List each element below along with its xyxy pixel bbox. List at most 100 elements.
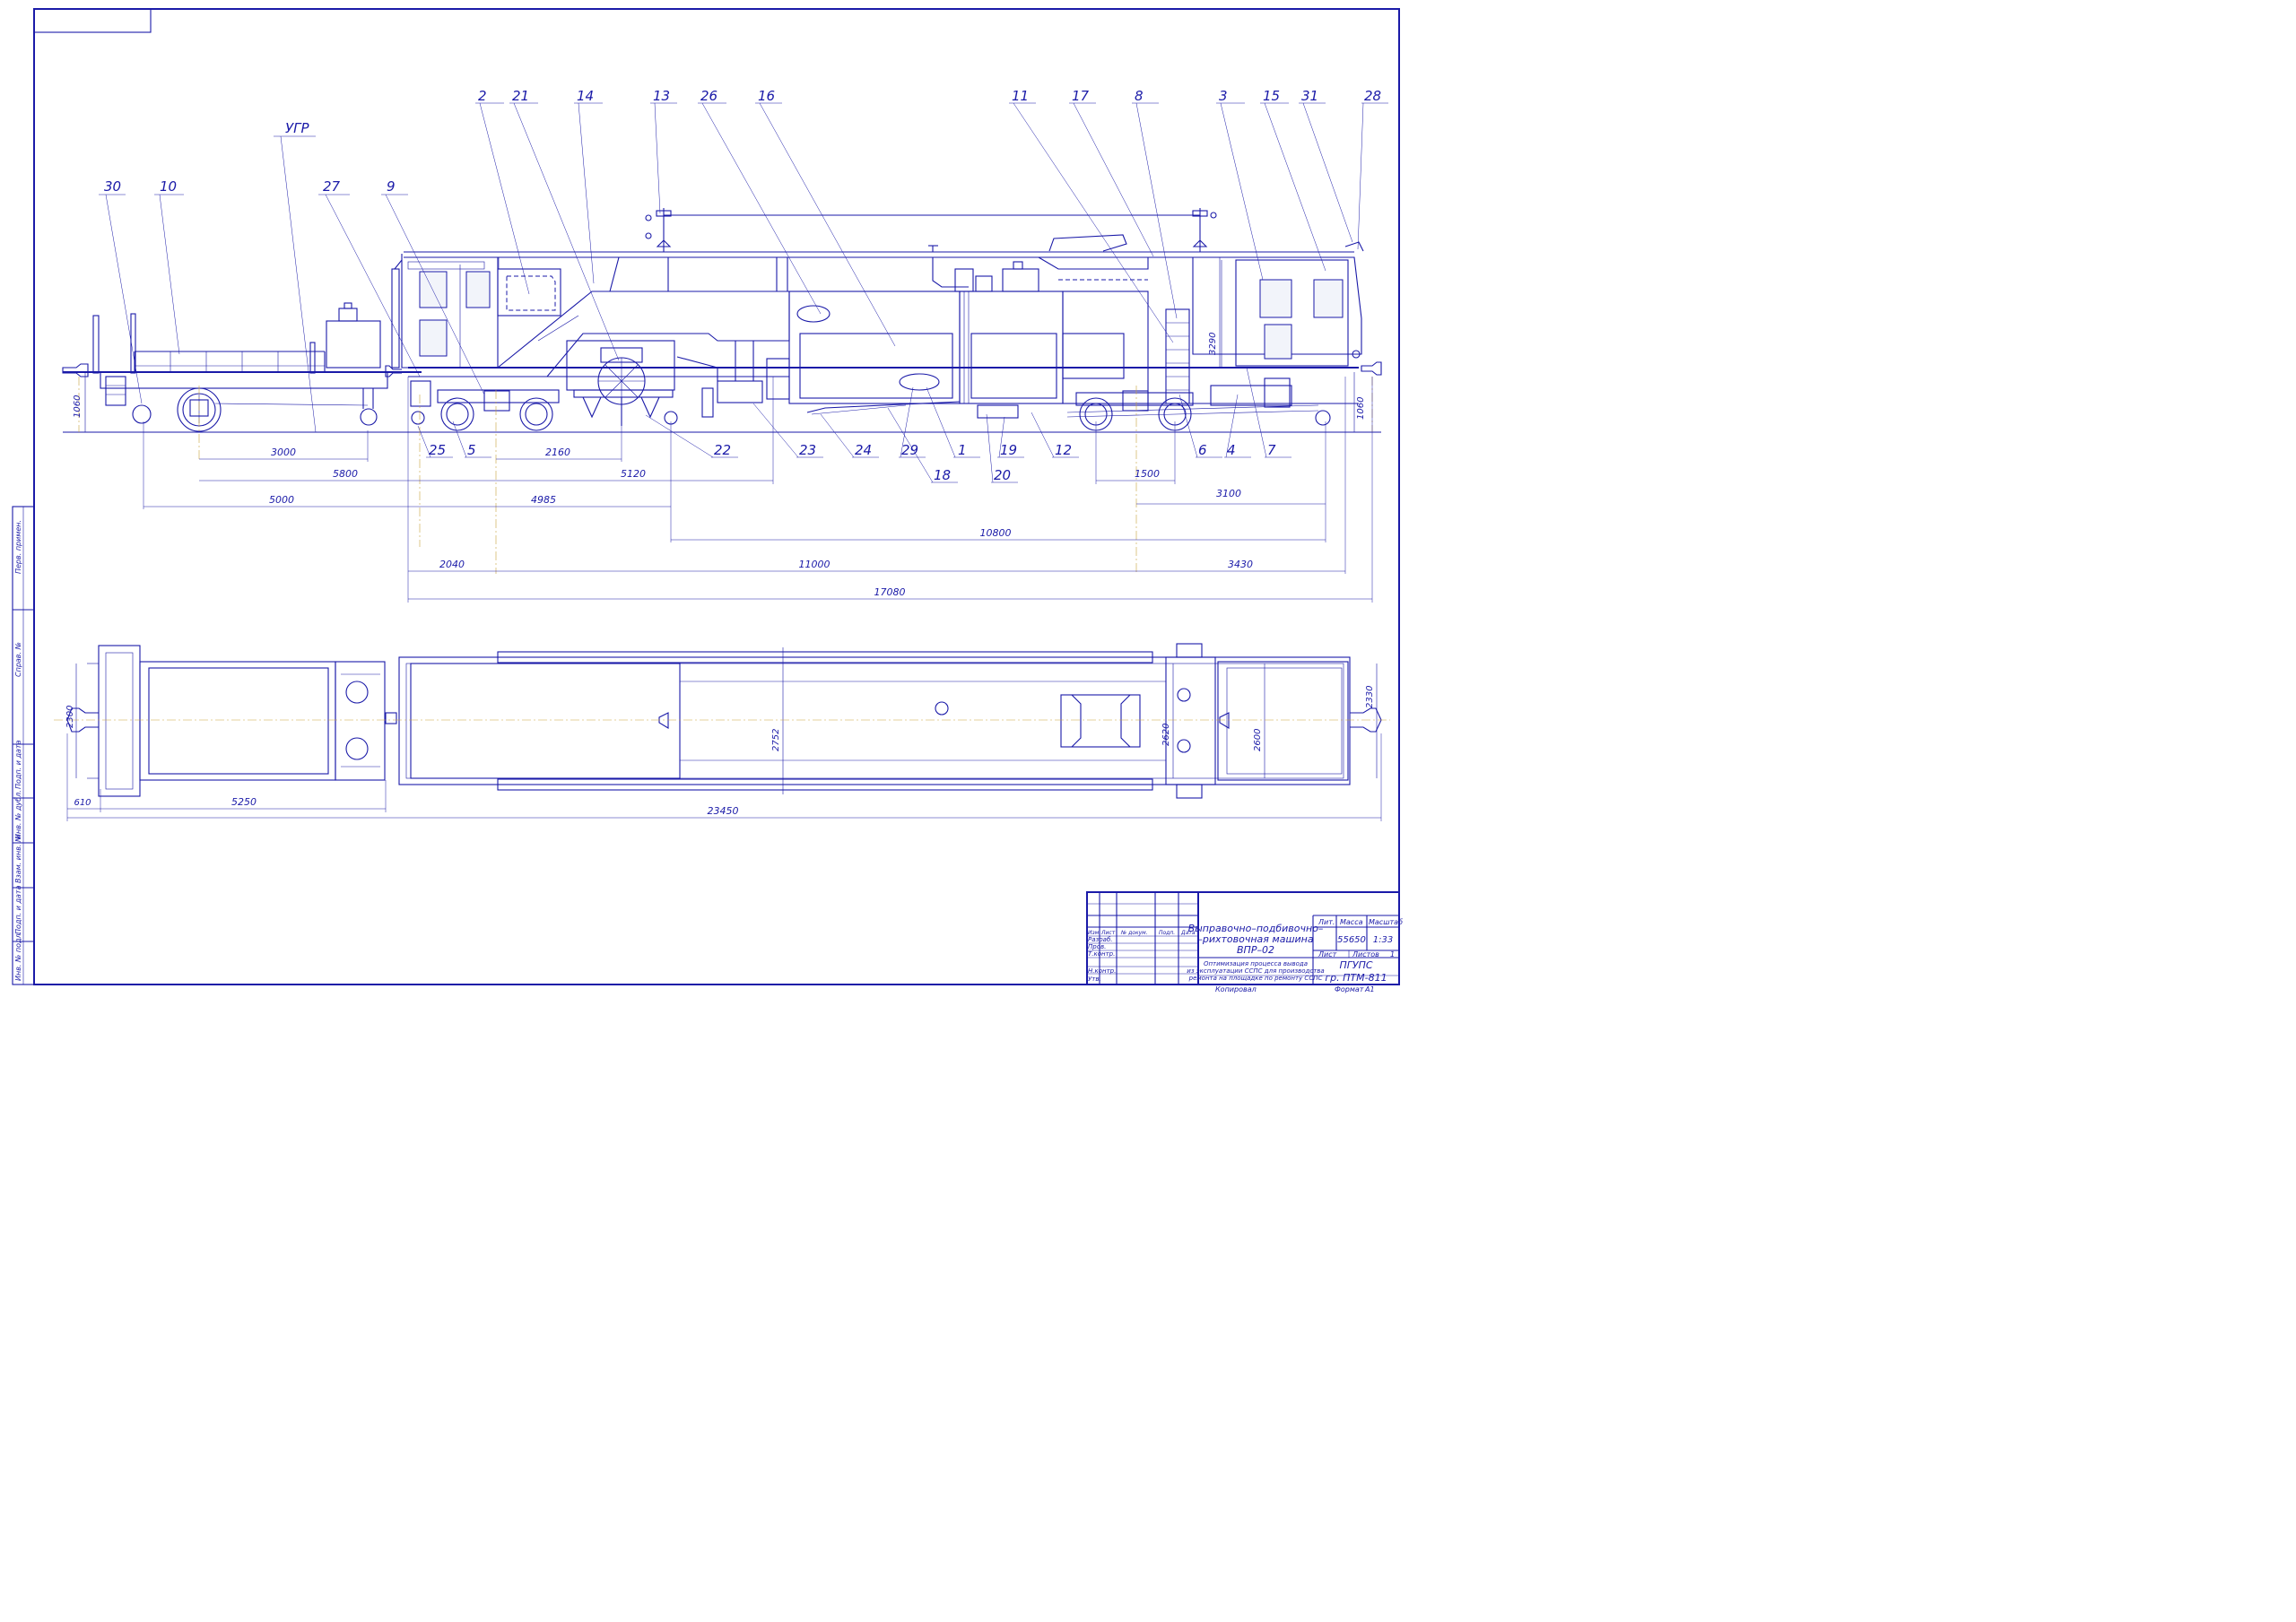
callout-31: 31	[1301, 88, 1318, 104]
side-view: 3000 5800 5000 2160 5120 4985 10800 2040…	[62, 208, 1382, 603]
callout-29: 29	[901, 442, 918, 458]
callout-14: 14	[577, 88, 594, 104]
stamp-inv-dubl: Инв. № дубл.	[14, 790, 22, 839]
callout-13: 13	[653, 88, 670, 104]
stamp-sprav: Справ. №	[14, 642, 22, 677]
dim-3000: 3000	[271, 447, 296, 458]
callout-27: 27	[323, 178, 341, 195]
callout-leaders	[99, 102, 1388, 483]
drawing-sheet: Инв. № подл. Подп. и дата Взам. инв. № И…	[0, 0, 1406, 993]
machine-body	[385, 208, 1382, 431]
tb-scale-label: Масштаб	[1369, 918, 1403, 926]
tb-title-line1: Выправочно–подбивочно–	[1188, 923, 1324, 934]
tb-col-list: Лист	[1100, 930, 1116, 936]
tb-role-utv: Утв.	[1088, 976, 1101, 983]
dim-2300: 2300	[65, 706, 75, 728]
dim-2752: 2752	[771, 729, 781, 751]
dim-2600: 2600	[1253, 729, 1263, 751]
callout-12: 12	[1055, 442, 1072, 458]
tb-role-prov: Пров.	[1088, 943, 1106, 950]
top-left-stamp	[33, 8, 152, 33]
callout-9: 9	[387, 178, 396, 195]
tb-title-line2: –рихтовочная машина	[1197, 933, 1313, 945]
dim-4985: 4985	[531, 494, 556, 506]
callout-4: 4	[1227, 442, 1236, 458]
callout-30: 30	[104, 178, 121, 195]
tb-org-line2: гр. ПТМ-811	[1325, 972, 1387, 984]
tb-mass-label: Масса	[1340, 918, 1363, 926]
callout-22: 22	[714, 442, 731, 458]
tb-col-data: Дата	[1180, 930, 1196, 936]
callout-8: 8	[1135, 88, 1144, 104]
tb-scale-value: 1:33	[1373, 935, 1393, 945]
dim-1500: 1500	[1135, 468, 1160, 480]
dim-11000: 11000	[799, 559, 831, 570]
tb-copied-label: Копировал	[1215, 985, 1257, 993]
tb-col-izm: Изм.	[1088, 930, 1100, 936]
callout-5: 5	[467, 442, 476, 458]
callout-20: 20	[994, 467, 1011, 483]
tb-role-razrab: Разраб.	[1088, 936, 1113, 943]
callout-7: 7	[1267, 442, 1276, 458]
callout-17: 17	[1072, 88, 1090, 104]
callout-28: 28	[1364, 88, 1381, 104]
callout-2: 2	[478, 88, 487, 104]
dim-610: 610	[74, 798, 91, 808]
stamp-podp-data-1: Подп. и дата	[14, 885, 22, 934]
dim-23450: 23450	[708, 805, 739, 817]
callout-1: 1	[958, 442, 967, 458]
dim-3290: 3290	[1208, 333, 1218, 355]
callout-ugr: УГР	[285, 120, 309, 136]
tb-project-line3: ремонта на площадке по ремонту ССПС	[1188, 975, 1323, 982]
tb-project-line2: из эксплуатации ССПС для производства	[1187, 967, 1324, 975]
callout-18: 18	[934, 467, 951, 483]
dim-1060-left: 1060	[73, 395, 83, 418]
tb-sheets-value: 1	[1390, 950, 1395, 958]
stamp-podp-data-2: Подп. и дата	[14, 740, 22, 789]
stamp-perv-primen: Перв. примен.	[14, 520, 22, 574]
dim-1060-right: 1060	[1356, 397, 1366, 420]
tb-sheets-label: Листов	[1352, 950, 1379, 958]
callout-21: 21	[512, 88, 529, 104]
tb-format-value: А1	[1364, 985, 1375, 993]
plan-view	[54, 643, 1390, 821]
callout-3: 3	[1219, 88, 1228, 104]
technical-drawing: Инв. № подл. Подп. и дата Взам. инв. № И…	[12, 8, 1403, 993]
callout-24: 24	[855, 442, 872, 458]
callout-10: 10	[160, 178, 177, 195]
callout-6: 6	[1198, 442, 1207, 458]
dim-3430: 3430	[1228, 559, 1253, 570]
dim-5120: 5120	[621, 468, 646, 480]
tb-mass-value: 55650	[1337, 935, 1366, 945]
dim-2620: 2620	[1161, 724, 1171, 746]
dim-2330: 2330	[1365, 686, 1375, 708]
trailer-platform	[62, 302, 422, 432]
tb-title-line3: ВПР–02	[1237, 944, 1274, 956]
outer-frame	[33, 8, 1400, 985]
tb-project-line1: Оптимизация процесса вывода	[1204, 960, 1308, 967]
callout-16: 16	[758, 88, 775, 104]
dim-17080: 17080	[874, 586, 906, 598]
callout-19: 19	[1000, 442, 1017, 458]
callout-25: 25	[429, 442, 446, 458]
dim-5250: 5250	[231, 796, 257, 808]
stamp-vzam-inv: Взам. инв. №	[14, 835, 22, 883]
dim-5000: 5000	[269, 494, 294, 506]
title-block: Изм. Лист № докум. Подп. Дата Разраб. Пр…	[1086, 891, 1403, 993]
tb-col-podp: Подп.	[1159, 930, 1175, 936]
tb-role-nkontr: Н.контр.	[1088, 967, 1116, 975]
callout-26: 26	[700, 88, 718, 104]
callout-23: 23	[799, 442, 816, 458]
stamp-inv-podl: Инв. № подл.	[14, 932, 22, 981]
callout-11: 11	[1012, 88, 1029, 104]
tb-org-line1: ПГУПС	[1339, 959, 1372, 971]
dim-2040: 2040	[439, 559, 465, 570]
callout-15: 15	[1263, 88, 1280, 104]
tb-format-label: Формат	[1335, 985, 1364, 993]
side-dimension-lines	[84, 260, 1373, 603]
dim-5800: 5800	[333, 468, 358, 480]
dim-10800: 10800	[980, 527, 1012, 539]
callout-labels: УГР 30 10 27 9 2 21 14 13 26 16 11 17 8 …	[104, 88, 1381, 483]
dim-3100: 3100	[1216, 488, 1241, 499]
tb-col-docnum: № докум.	[1120, 930, 1148, 936]
